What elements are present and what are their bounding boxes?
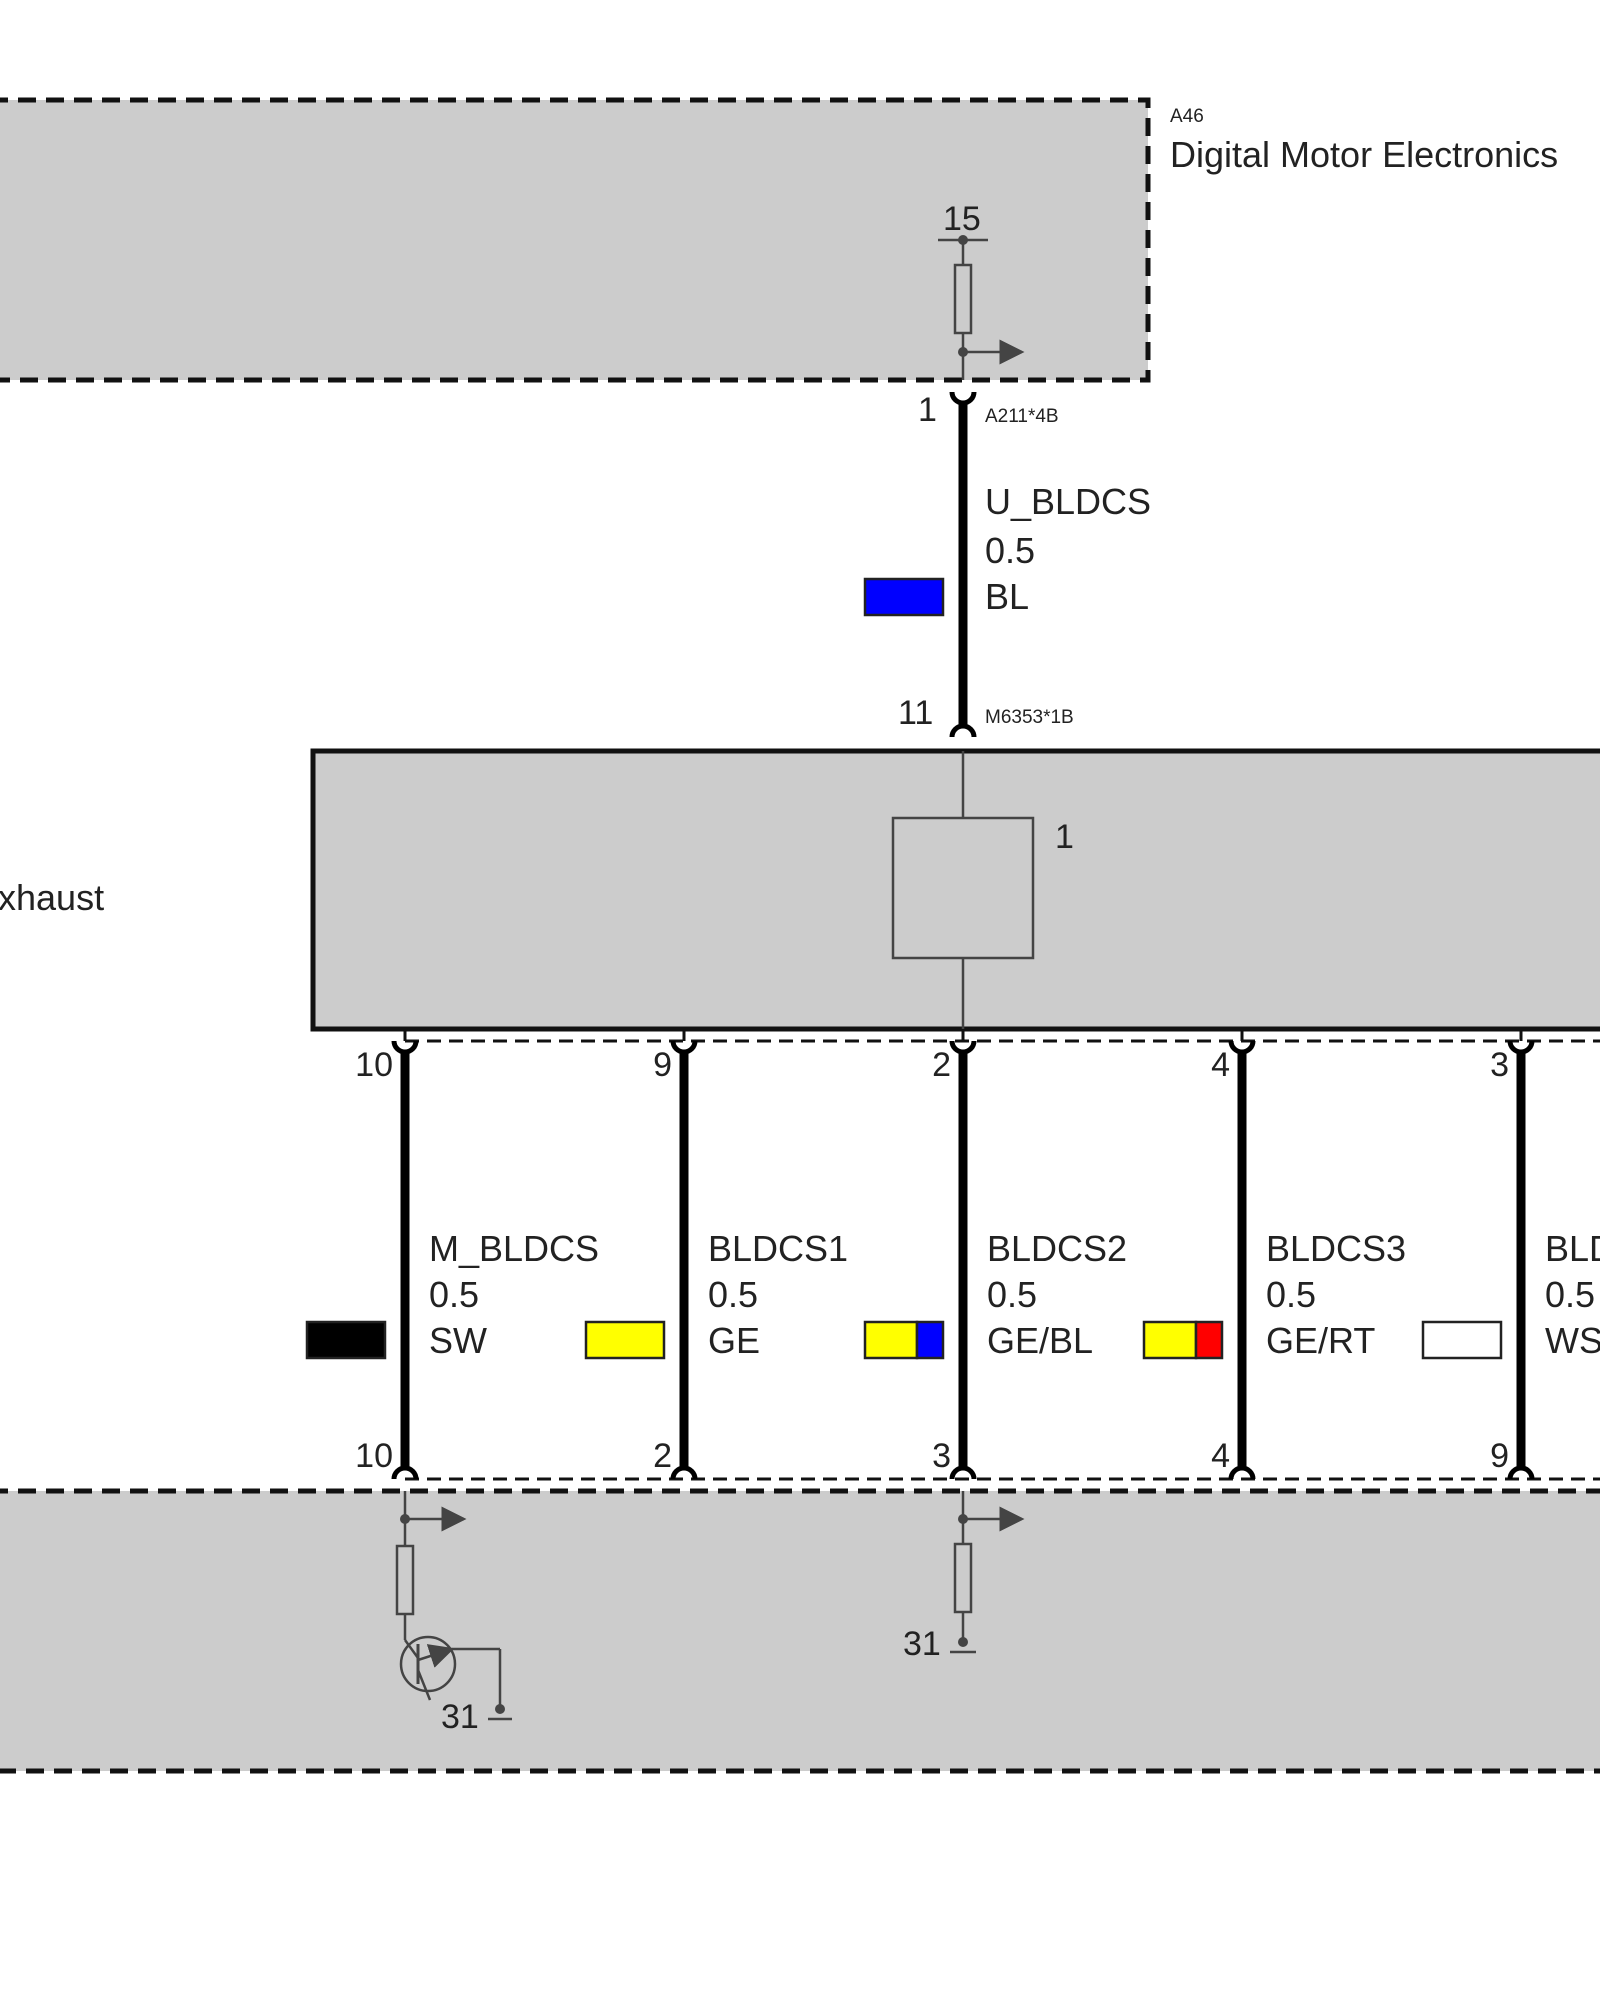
bottom-wire-gauge: 0.5 [708,1274,758,1315]
bottom-wire-bottom-pin-arc [1228,1465,1256,1480]
top-wire-lower-connector: M6353*1B [985,707,1074,728]
bottom-wire-signal: BLDCS1 [708,1228,848,1269]
bottom-wire-gauge: 0.5 [1545,1274,1595,1315]
bottom-wire-bottom-pin: 2 [653,1437,672,1475]
bottom-wire-bottom-pin-arc [670,1465,698,1480]
top-wire-swatch [863,577,945,617]
top-wire-color-code: BL [985,576,1029,617]
middle-connector-top-pin-arc [949,723,977,738]
bottom-wire-2: 9 2 BLDCS1 0.5GE [584,1029,848,1480]
bottom-wire-bottom-pin: 9 [1490,1437,1509,1475]
ground-right-terminal: 31 [903,1625,941,1663]
bottom-wire-swatch-stripe [915,1320,945,1360]
bottom-wire-color-code: GE [708,1320,760,1361]
bottom-module-box [0,1488,1600,1774]
bottom-wire-signal: BLDCS3 [1266,1228,1406,1269]
middle-module-name: xhaust [0,877,104,918]
dme-code: A46 [1170,106,1204,127]
bottom-wire-swatch [584,1320,666,1360]
bottom-wire-top-pin-arc [391,1040,419,1055]
bottom-wire-top-pin: 9 [653,1046,672,1084]
bottom-wire-top-pin: 10 [355,1046,393,1084]
bottom-wire-color-code: GE/BL [987,1320,1093,1361]
bottom-wire-gauge: 0.5 [429,1274,479,1315]
top-wire-upper-connector: A211*4B [985,406,1059,427]
bottom-wire-bottom-pin-arc [391,1465,419,1480]
bottom-wire-color-code: GE/RT [1266,1320,1375,1361]
top-wire-upper-pin: 1 [918,391,937,429]
internal-component-box [891,816,1035,960]
bottom-wire-signal: BLD [1545,1228,1600,1269]
bottom-wire-gauge: 0.5 [987,1274,1037,1315]
bottom-wire-swatch-primary [1142,1320,1198,1360]
bottom-wire-bottom-pin-arc [949,1465,977,1480]
bottom-wire-gauge: 0.5 [1266,1274,1316,1315]
bottom-wire-5: 3 9 BLD 0.5WS [1421,1029,1600,1480]
ground-left-resistor [395,1544,415,1616]
bottom-wire-top-pin-arc [949,1040,977,1055]
ground-right-node-bottom [958,1637,968,1647]
bottom-wire-color-code: SW [429,1320,487,1361]
bottom-wire-top-pin-arc [1507,1040,1535,1055]
bottom-wire-swatch [1421,1320,1503,1360]
top-wire-lower-pin: 11 [898,694,933,732]
top-wire-signal: U_BLDCS [985,481,1151,522]
internal-component-number: 1 [1055,818,1074,856]
bottom-wire-swatch [305,1320,387,1360]
bottom-wire-top-pin: 3 [1490,1046,1509,1084]
ground-left-terminal: 31 [441,1698,479,1736]
bottom-wire-top-pin-arc [1228,1040,1256,1055]
top-wire-color-swatch [863,577,945,617]
bottom-wire-swatch-stripe [1194,1320,1224,1360]
bottom-wire-signal: BLDCS2 [987,1228,1127,1269]
bottom-wire-bottom-pin: 10 [355,1437,393,1475]
ground-right-resistor [953,1542,973,1614]
dme-pullup-resistor [953,263,973,335]
bottom-wire-top-pin: 4 [1211,1046,1230,1084]
dme-supply-terminal: 15 [943,200,981,238]
dme-name: Digital Motor Electronics [1170,134,1558,175]
bottom-wire-signal: M_BLDCS [429,1228,599,1269]
top-wire-gauge: 0.5 [985,530,1035,571]
bottom-wire-top-pin: 2 [932,1046,951,1084]
bottom-wire-group: 1010M_BLDCS0.5SW92BLDCS10.5GE23BLDCS20.5… [305,1029,1600,1480]
bottom-wire-swatch-primary [863,1320,919,1360]
ground-left-transistor [399,1635,512,1721]
dme-connector-pin-arc [949,391,977,406]
bottom-wire-bottom-pin: 3 [932,1437,951,1475]
bottom-wire-color-code: WS [1545,1320,1600,1361]
bottom-wire-bottom-pin-arc [1507,1465,1535,1480]
bottom-wire-top-pin-arc [670,1040,698,1055]
bottom-wire-3: 2 3 BLDCS2 0.5GE/BL [863,1029,1127,1480]
bottom-wire-bottom-pin: 4 [1211,1437,1230,1475]
